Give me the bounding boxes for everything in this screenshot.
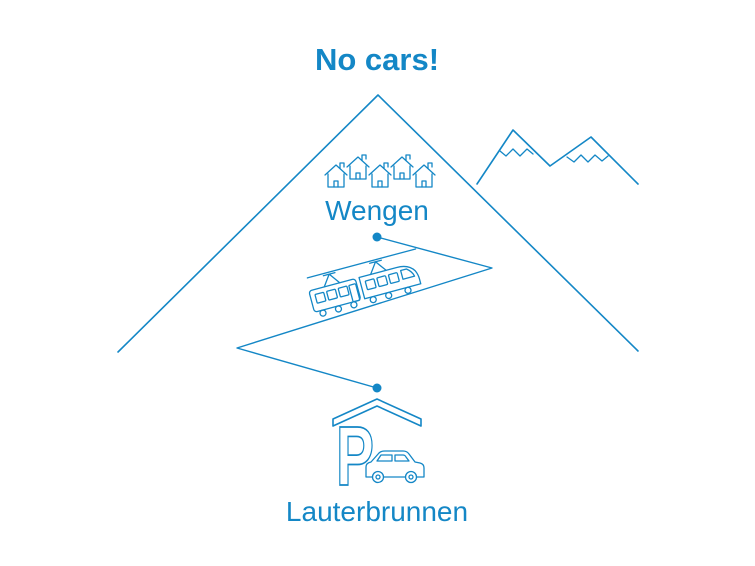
house-icon xyxy=(346,154,370,180)
train-wheels xyxy=(319,286,412,317)
car-wheel xyxy=(371,470,385,484)
parking-letter: P xyxy=(336,409,374,503)
pantograph-icon xyxy=(369,259,387,276)
car-wheel xyxy=(404,470,418,484)
catenary-wire xyxy=(306,248,417,279)
house-icon xyxy=(412,162,436,188)
house-icon xyxy=(324,162,348,188)
house-icon xyxy=(368,162,392,188)
pantograph-icon xyxy=(322,271,341,288)
page-title: No cars! xyxy=(315,42,439,77)
train-icon xyxy=(306,248,422,317)
route-dot-bottom xyxy=(372,383,382,393)
mountain-icon xyxy=(117,94,639,353)
parking-garage-icon: P xyxy=(332,398,425,504)
route-dot-top xyxy=(372,232,382,242)
snow-peaks-icon xyxy=(476,129,639,185)
route-path xyxy=(236,232,493,393)
train-front-car xyxy=(358,265,422,300)
village-houses xyxy=(324,154,436,188)
label-wengen: Wengen xyxy=(325,195,429,226)
house-icon xyxy=(390,154,414,180)
label-lauterbrunnen: Lauterbrunnen xyxy=(286,496,468,527)
windshield xyxy=(399,268,416,280)
car-icon xyxy=(365,450,425,484)
garage-roof xyxy=(332,398,422,427)
